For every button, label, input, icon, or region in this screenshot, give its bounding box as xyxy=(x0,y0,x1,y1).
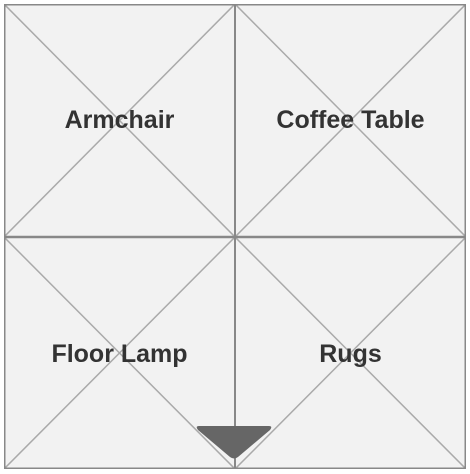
menu-item-coffee-table[interactable]: Coffee Table xyxy=(235,4,466,237)
pie-menu-grid: Armchair Coffee Table Floor Lamp Rugs xyxy=(4,4,466,469)
menu-item-label: Rugs xyxy=(319,340,382,368)
menu-item-label: Floor Lamp xyxy=(51,340,188,368)
menu-item-label: Coffee Table xyxy=(276,106,425,134)
menu-item-label: Armchair xyxy=(64,106,175,134)
menu-item-armchair[interactable]: Armchair xyxy=(4,4,235,237)
triangle-down-icon[interactable] xyxy=(195,424,273,460)
